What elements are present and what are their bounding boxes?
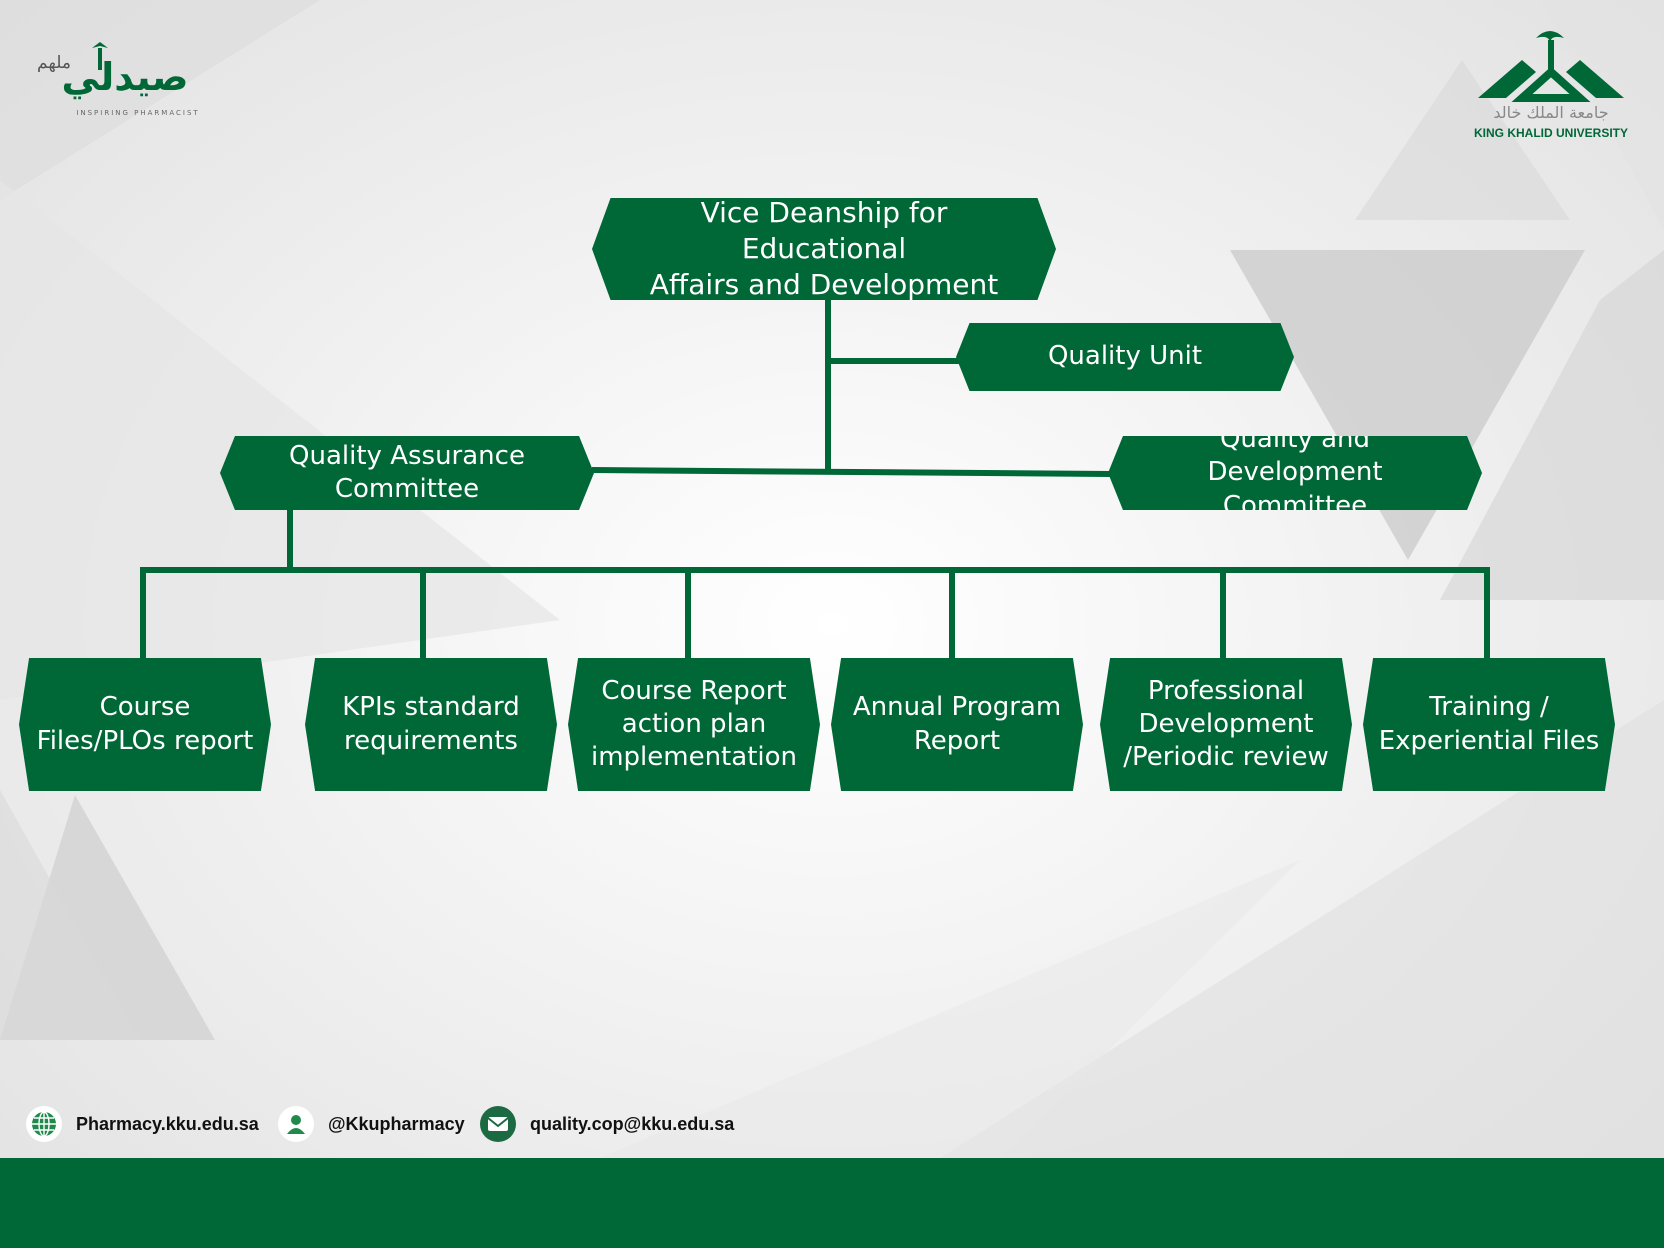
node-quality-development-committee: Quality and Development Committee xyxy=(1108,436,1482,510)
node-quality-assurance-committee: Quality Assurance Committee xyxy=(220,436,594,510)
leaf-label: Professional Development /Periodic revie… xyxy=(1123,675,1329,773)
leaf-professional-development: Professional Development /Periodic revie… xyxy=(1100,658,1352,791)
social-text: @Kkupharmacy xyxy=(328,1113,465,1134)
svg-text:ملهم: ملهم xyxy=(37,53,71,73)
leaf-label: Course Report action plan implementation xyxy=(590,675,797,773)
leaf-label: Course Files/PLOs report xyxy=(36,692,254,756)
mail-icon xyxy=(480,1106,516,1142)
node-qa-label: Quality Assurance Committee xyxy=(289,440,525,504)
node-quality-unit-label: Quality Unit xyxy=(1047,341,1203,372)
svg-text:جامعة الملك خالد: جامعة الملك خالد xyxy=(1493,103,1608,122)
contact-email[interactable]: quality.cop@kku.edu.sa xyxy=(480,1104,734,1144)
globe-icon xyxy=(26,1106,62,1142)
website-text: Pharmacy.kku.edu.sa xyxy=(76,1113,259,1134)
king-khalid-university-logo: جامعة الملك خالد KING KHALID UNIVERSITY xyxy=(1474,31,1628,140)
leaf-kpis-standard: KPIs standard requirements xyxy=(305,658,557,791)
leaf-training-experiential: Training / Experiential Files xyxy=(1363,658,1615,791)
node-qd-label: Quality and Development Committee xyxy=(1207,424,1383,521)
svg-text:INSPIRING PHARMACIST: INSPIRING PHARMACIST xyxy=(76,109,199,117)
node-quality-unit: Quality Unit xyxy=(956,323,1294,391)
leaf-label: KPIs standard requirements xyxy=(342,692,520,756)
leaf-course-files: Course Files/PLOs report xyxy=(19,658,271,791)
email-text: quality.cop@kku.edu.sa xyxy=(530,1113,735,1134)
leaf-label: Training / Experiential Files xyxy=(1378,692,1600,756)
leaf-course-report: Course Report action plan implementation xyxy=(568,658,820,791)
user-icon xyxy=(278,1106,314,1142)
svg-text:صيدلي: صيدلي xyxy=(62,55,189,99)
contact-website[interactable]: Pharmacy.kku.edu.sa xyxy=(26,1104,259,1144)
leaf-label: Annual Program Report xyxy=(852,692,1062,756)
leaf-annual-program-report: Annual Program Report xyxy=(831,658,1083,791)
node-vice-deanship-label: Vice Deanship for Educational Affairs an… xyxy=(649,196,999,301)
contact-social[interactable]: @Kkupharmacy xyxy=(278,1104,465,1144)
footer-bar xyxy=(0,1158,1664,1248)
svg-text:KING KHALID UNIVERSITY: KING KHALID UNIVERSITY xyxy=(1474,126,1628,140)
inspiring-pharmacist-logo: صيدلي ملهم INSPIRING PHARMACIST xyxy=(37,42,199,117)
node-vice-deanship: Vice Deanship for Educational Affairs an… xyxy=(592,198,1056,300)
